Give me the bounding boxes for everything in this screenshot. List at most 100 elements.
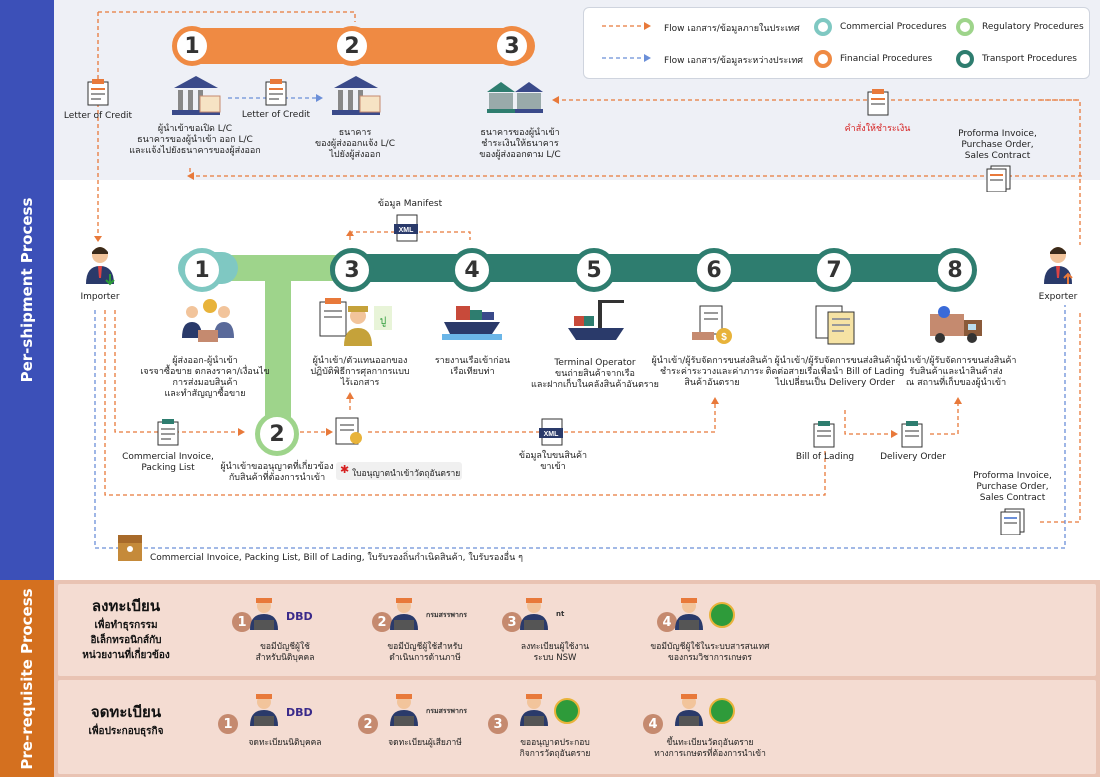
agriculture-seal-icon	[554, 698, 580, 724]
person-computer-icon	[384, 596, 424, 636]
financial-step-2: 2	[332, 26, 372, 66]
permit-certificate-icon	[335, 417, 362, 445]
prereq-row2-text-1: จดทะเบียนนิติบุคคล	[248, 738, 322, 748]
transport-ring-icon	[956, 50, 974, 68]
prereq-row1-num-2: 2	[372, 612, 392, 632]
bank-icon	[172, 76, 221, 115]
permit-label: ใบอนุญาตนำเข้าวัตถุอันตราย	[352, 469, 461, 479]
document-icon	[901, 421, 923, 448]
bank-transfer-icon	[487, 82, 543, 113]
international-flow-arrow-icon	[602, 54, 651, 62]
prereq-row1-num-4: 4	[657, 612, 677, 632]
doc-lc-mid: Letter of Credit	[241, 110, 311, 120]
agency-logo: กรมสรรพากร	[426, 611, 467, 619]
person-computer-icon	[244, 692, 284, 732]
transport-step-6: 6	[692, 248, 736, 292]
agency-logo: nt	[556, 610, 565, 618]
person-computer-icon	[514, 692, 554, 732]
prereq-row2-text-2: จดทะเบียนผู้เสียภาษี	[388, 738, 462, 748]
permit-badge: ✱ ใบอนุญาตนำเข้าวัตถุอันตราย	[336, 462, 462, 480]
prereq-row1-text-2: ขอมีบัญชีผู้ใช้สำหรับ ดำเนินการด้านภาษี	[387, 642, 463, 663]
transport-step-3-text: ผู้นำเข้า/ตัวแทนออกของ ปฏิบัติพิธีการศุล…	[310, 356, 410, 388]
transport-step-6-text: ผู้นำเข้า/ผู้รับจัดการขนส่งสินค้า ชำระค่…	[651, 356, 773, 388]
transport-step-8-text: ผู้นำเข้า/ผู้รับจัดการขนส่งสินค้า รับสิน…	[895, 356, 1017, 388]
agency-logo: กรมสรรพากร	[426, 707, 467, 715]
transport-step-1-text: ผู้ส่งออก-ผู้นำเข้า เจรจาซื้อขาย ตกลงราค…	[140, 356, 270, 399]
transport-step-7: 7	[812, 248, 856, 292]
regulatory-step-2: 2	[255, 412, 299, 456]
document-icon	[867, 89, 889, 116]
prereq-row1-num-1: 1	[232, 612, 252, 632]
prereq-row1-text-1: ขอมีบัญชีผู้ใช้ สำหรับนิติบุคคล	[255, 642, 315, 663]
xml-text: XML	[544, 431, 560, 438]
commercial-ring-icon	[814, 18, 832, 36]
transport-step-4: 4	[450, 248, 494, 292]
financial-step-1-text: ผู้นำเข้าขอเปิด L/C ธนาคารของผู้นำเข้า อ…	[129, 124, 261, 156]
prereq-row2-num-4: 4	[643, 714, 663, 734]
prereq-row1-text-4: ขอมีบัญชีผู้ใช้ในระบบสารสนเทศ ของกรมวิชา…	[650, 642, 770, 663]
prereq-row-1	[58, 584, 1096, 676]
legend-financial: Financial Procedures	[840, 54, 933, 64]
delivery-order-label: Delivery Order	[880, 452, 946, 462]
pre-requisite-side-band: Pre-requisite Process	[0, 580, 54, 777]
transport-step-3: 3	[330, 248, 374, 292]
person-computer-icon	[244, 596, 284, 636]
docs-bottom: Commercial Invoice, Packing List, Bill o…	[150, 553, 523, 563]
prereq-row1-num-3: 3	[502, 612, 522, 632]
xml-text: XML	[399, 227, 415, 234]
row-1-label: ลงทะเบียน เพื่อทำธุรกรรม อิเล็กทรอนิกส์ก…	[82, 597, 170, 661]
financial-step-2-text: ธนาคาร ของผู้ส่งออกแจ้ง L/C ไปยังผู้ส่งอ…	[314, 128, 396, 160]
document-stack-icon	[986, 165, 1011, 192]
document-icon	[813, 421, 835, 448]
envelope-docs-icon	[118, 535, 142, 561]
asterisk-icon: ✱	[340, 463, 350, 476]
customs-officer-icon: ปู	[319, 298, 392, 346]
ship-icon	[442, 306, 502, 340]
prereq-row2-text-4: ขึ้นทะเบียนวัตถุอันตราย ทางการเกษตรที่ต้…	[654, 738, 766, 759]
delivery-truck-icon	[930, 306, 982, 343]
prereq-row1-text-3: ลงทะเบียนผู้ใช้งาน ระบบ NSW	[520, 642, 590, 663]
person-computer-icon	[669, 692, 709, 732]
payment-stamp-icon: $	[692, 305, 732, 344]
importer-label: Importer	[80, 292, 120, 302]
document-icon	[157, 419, 179, 446]
legend-domestic-flow: Flow เอกสาร/ข้อมูลภายในประเทศ	[664, 24, 800, 34]
xml-file-icon: XML	[394, 214, 418, 242]
document-icon	[87, 79, 109, 106]
transport-band	[54, 180, 1100, 580]
person-computer-icon	[514, 596, 554, 636]
transport-step-5-text: Terminal Operator ขนถ่ายสินค้าจากเรือ แล…	[531, 358, 659, 390]
person-computer-icon	[669, 596, 709, 636]
agency-logo: DBD	[286, 610, 313, 623]
person-computer-icon	[384, 692, 424, 732]
financial-step-3: 3	[492, 26, 532, 66]
commercial-invoice-doc: Commercial Invoice, Packing List	[122, 452, 214, 473]
legend-regulatory: Regulatory Procedures	[982, 22, 1084, 32]
agriculture-seal-icon	[709, 602, 735, 628]
proforma-top: Proforma Invoice, Purchase Order, Sales …	[958, 129, 1037, 161]
negotiation-icon	[182, 299, 234, 342]
legend-commercial: Commercial Procedures	[840, 22, 947, 32]
exporter-label: Exporter	[1038, 292, 1078, 302]
row-2-label: จดทะเบียน เพื่อประกอบธุรกิจ	[88, 703, 164, 737]
prereq-row2-num-3: 3	[488, 714, 508, 734]
bank-icon	[332, 76, 381, 115]
doc-lc-left: Letter of Credit	[63, 111, 133, 121]
document-icon	[265, 79, 287, 106]
domestic-flow-arrow-icon	[602, 22, 651, 30]
transport-step-7-text: ผู้นำเข้า/ผู้รับจัดการขนส่งสินค้า ติดต่อ…	[765, 356, 905, 388]
agency-logo: DBD	[286, 706, 313, 719]
legend-transport: Transport Procedures	[982, 54, 1078, 64]
connector-lines	[94, 11, 1085, 549]
financial-ring-icon	[814, 50, 832, 68]
financial-step-1: 1	[172, 26, 212, 66]
exporter-icon	[1044, 247, 1073, 284]
legend-international-flow: Flow เอกสาร/ข้อมูลระหว่างประเทศ	[664, 56, 803, 66]
proforma-bottom: Proforma Invoice, Purchase Order, Sales …	[973, 471, 1052, 503]
financial-step-3-text: ธนาคารของผู้นำเข้า ชำระเงินให้ธนาคาร ของ…	[479, 128, 561, 160]
svg-text:ปู: ปู	[380, 316, 386, 327]
regulatory-ring-icon	[956, 18, 974, 36]
payment-order: คำสั่งให้ชำระเงิน	[844, 124, 911, 134]
importer-icon	[86, 247, 115, 286]
agriculture-seal-icon	[709, 698, 735, 724]
